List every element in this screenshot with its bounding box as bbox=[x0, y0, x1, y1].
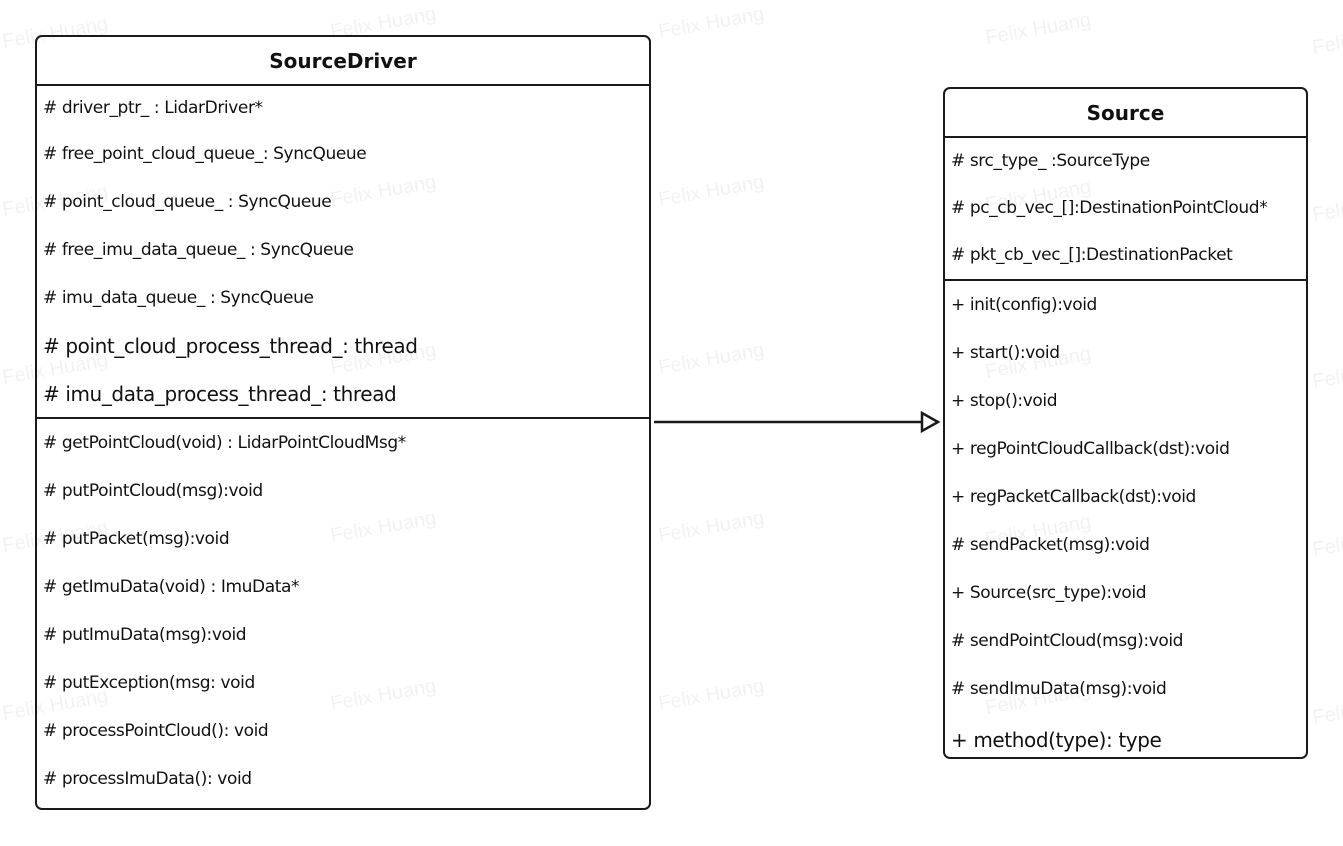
operation: + regPointCloudCallback(dst):void bbox=[951, 439, 1230, 459]
class-sourcedriver[interactable]: SourceDriver # driver_ptr_ : LidarDriver… bbox=[35, 35, 651, 810]
attribute: # driver_ptr_ : LidarDriver* bbox=[43, 98, 263, 118]
attribute: # free_imu_data_queue_ : SyncQueue bbox=[43, 240, 354, 260]
attribute: # imu_data_queue_ : SyncQueue bbox=[43, 288, 314, 308]
operation: + Source(src_type):void bbox=[951, 583, 1147, 603]
operation: + stop():void bbox=[951, 391, 1058, 411]
operation: # sendPointCloud(msg):void bbox=[951, 631, 1184, 651]
attributes-section: # driver_ptr_ : LidarDriver* # free_poin… bbox=[37, 86, 649, 419]
attribute: # free_point_cloud_queue_: SyncQueue bbox=[43, 144, 367, 164]
operation: # putPointCloud(msg):void bbox=[43, 481, 263, 501]
attribute: # point_cloud_queue_ : SyncQueue bbox=[43, 192, 332, 212]
operation: # getPointCloud(void) : LidarPointCloudM… bbox=[43, 433, 406, 453]
operations-section: # getPointCloud(void) : LidarPointCloudM… bbox=[37, 419, 649, 803]
operation: + regPacketCallback(dst):void bbox=[951, 487, 1196, 507]
operation: # sendImuData(msg):void bbox=[951, 679, 1167, 699]
operation: # putImuData(msg):void bbox=[43, 625, 247, 645]
arrow-head bbox=[920, 410, 941, 434]
attribute: # imu_data_process_thread_: thread bbox=[43, 382, 397, 406]
attribute: # src_type_ :SourceType bbox=[951, 151, 1150, 171]
attributes-section: # src_type_ :SourceType # pc_cb_vec_[]:D… bbox=[945, 138, 1306, 281]
class-name: Source bbox=[945, 89, 1306, 138]
operation: # processImuData(): void bbox=[43, 769, 252, 789]
operation: # putException(msg: void bbox=[43, 673, 255, 693]
class-name: SourceDriver bbox=[37, 37, 649, 86]
attribute: # point_cloud_process_thread_: thread bbox=[43, 334, 418, 358]
operation: + init(config):void bbox=[951, 295, 1097, 315]
class-source[interactable]: Source # src_type_ :SourceType # pc_cb_v… bbox=[943, 87, 1308, 759]
operations-section: + init(config):void + start():void + sto… bbox=[945, 281, 1306, 768]
operation: # putPacket(msg):void bbox=[43, 529, 230, 549]
operation: # getImuData(void) : ImuData* bbox=[43, 577, 300, 597]
attribute: # pc_cb_vec_[]:DestinationPointCloud* bbox=[951, 198, 1268, 218]
operation: # processPointCloud(): void bbox=[43, 721, 269, 741]
operation: # sendPacket(msg):void bbox=[951, 535, 1150, 555]
attribute: # pkt_cb_vec_[]:DestinationPacket bbox=[951, 245, 1233, 265]
operation: + start():void bbox=[951, 343, 1060, 363]
operation: + method(type): type bbox=[951, 728, 1162, 752]
